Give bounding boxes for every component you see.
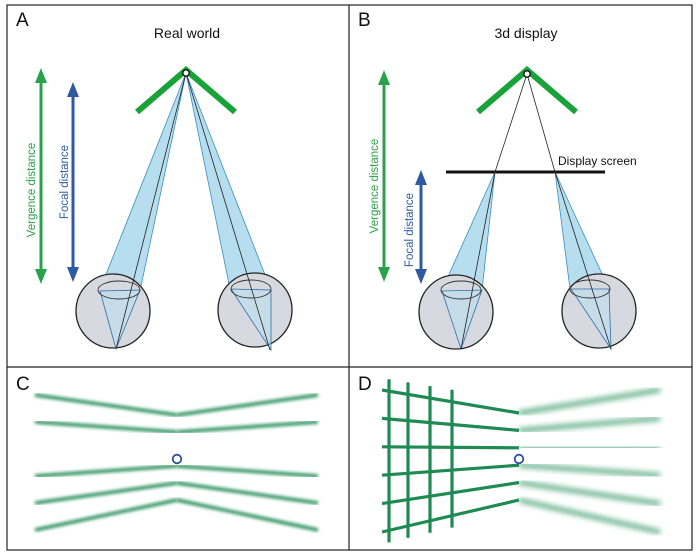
grid-c-row-left (34, 420, 178, 434)
panel-frames (6, 4, 693, 551)
right-ray (185, 72, 271, 351)
focal-arrow-b (415, 170, 427, 284)
right-light-cone-b (554, 171, 610, 290)
panel-b-letter: B (358, 10, 371, 31)
right-eye (217, 272, 293, 352)
vergence-distance-label: Vergence distance (26, 143, 38, 238)
focal-distance-label: Focal distance (59, 145, 71, 219)
focal-distance-label-b: Focal distance (404, 193, 416, 267)
grid-c-row-left (34, 464, 178, 478)
grid-c-row-right (176, 393, 319, 417)
blurred-grid-c (34, 384, 319, 541)
grid-c-row-left (34, 481, 178, 505)
vergence-distance-label-b: Vergence distance (369, 139, 381, 234)
grid-c-row-left (34, 393, 178, 417)
fixation-marker-c (171, 453, 183, 465)
panel-a: A Real world Vergence distance Focal dis… (16, 10, 293, 352)
vergence-arrow (35, 68, 47, 284)
panel-a-letter: A (16, 10, 29, 31)
object-chevron-b (476, 66, 578, 115)
left-eye (75, 273, 151, 351)
left-ray (115, 72, 187, 350)
panel-b: B 3d display Vergence distance Focal dis… (358, 10, 637, 351)
panel-c: C (16, 374, 319, 541)
fixation-point (182, 69, 190, 77)
grid-c-row-right (176, 498, 319, 532)
fixation-marker-d (513, 453, 525, 465)
grid-c-row-right (176, 481, 319, 505)
panel-d: D (358, 374, 661, 543)
left-eye-b (418, 274, 494, 351)
panel-a-title: Real world (154, 25, 220, 41)
left-ray-b (460, 171, 496, 350)
grid-c-row-right (176, 420, 319, 434)
fixation-point-b (523, 70, 531, 78)
virtual-ray-right (526, 73, 556, 173)
focal-arrow (67, 82, 79, 282)
left-light-cone-b (441, 171, 496, 291)
grid-c-row-left (34, 498, 178, 532)
right-ray-b (554, 171, 612, 350)
display-screen-label: Display screen (558, 154, 637, 168)
panel-b-title: 3d display (494, 25, 557, 41)
sharp-near-grid-d (381, 379, 661, 543)
panel-c-letter: C (16, 374, 30, 395)
panel-d-letter: D (358, 374, 372, 395)
grid-c-row-right (176, 464, 319, 478)
virtual-ray-left (494, 73, 528, 173)
vergence-arrow-b (378, 70, 390, 282)
